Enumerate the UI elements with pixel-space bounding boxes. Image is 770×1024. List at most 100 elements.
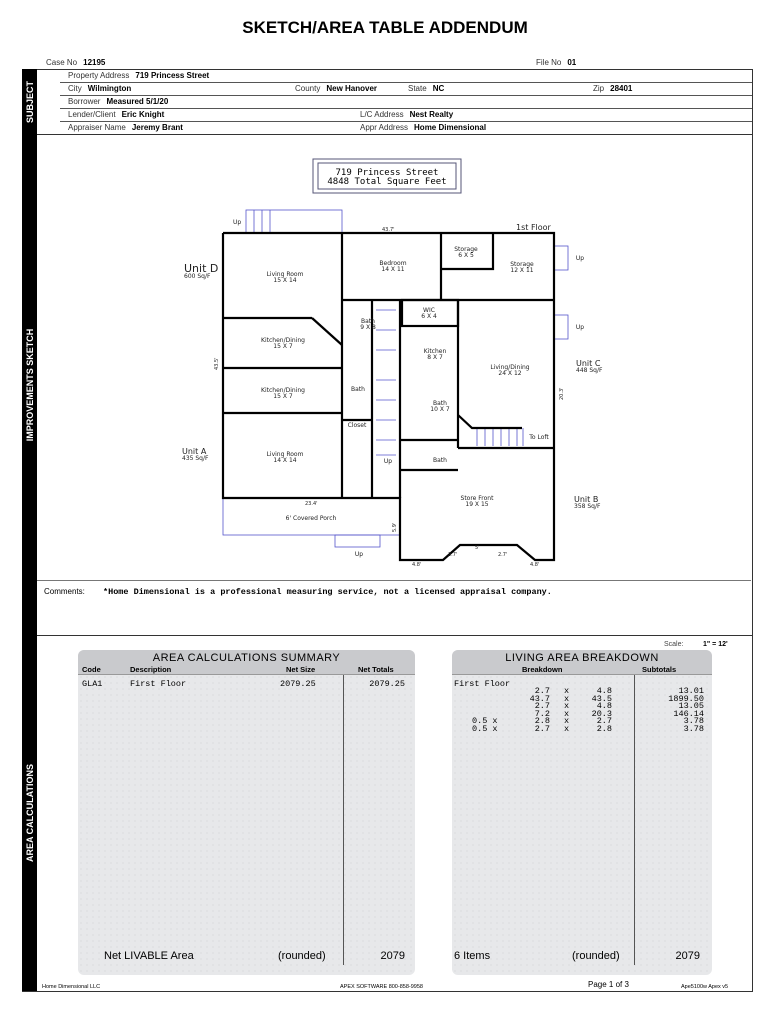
room-name: Kitchen/Dining (261, 337, 305, 344)
dim-bottom-right: 4.8' (530, 562, 539, 568)
multiply-sign: x (564, 708, 570, 719)
dim-door: 5' (475, 545, 480, 551)
room-name: Bath (351, 386, 365, 393)
dim-diag2: 2.7' (498, 552, 507, 558)
lender-field: Lender/Client Eric Knight (68, 109, 164, 121)
value: Eric Knight (121, 110, 165, 119)
multiply-sign: x (564, 723, 570, 734)
room-name: WIC (423, 307, 435, 314)
rounded-label: (rounded) (278, 950, 326, 962)
value: Jeremy Brant (131, 123, 183, 132)
breakdown-subtotal: 1899.50 (668, 693, 704, 704)
net-livable-label: Net LIVABLE Area (104, 950, 194, 962)
breakdown-factor: 0.5 x (472, 723, 498, 734)
room-size: 10 X 7 (430, 406, 450, 413)
unit-c-up-label: Up (576, 324, 584, 331)
sketch-strip: IMPROVEMENTS SKETCH (22, 134, 37, 635)
multiply-sign: x (564, 701, 570, 711)
breakdown-b: 4.8 (596, 686, 612, 696)
breakdown-subtotal: 13.05 (678, 701, 704, 711)
room-name: Bath (361, 318, 375, 325)
row-code: GLA1 (82, 679, 103, 689)
file-no-value: 01 (567, 58, 577, 67)
unit-b-name: Unit B (574, 495, 598, 504)
porch-up-label: Up (355, 551, 363, 558)
col-code: Code (82, 665, 101, 674)
multiply-sign: x (564, 693, 570, 704)
dim-top: 43.7' (382, 227, 395, 233)
value: Nest Realty (409, 110, 454, 119)
breakdown-subtotal: 13.01 (678, 686, 704, 696)
breakdown-subtotal: 146.14 (673, 708, 704, 719)
unit-c-name: Unit C (576, 359, 601, 368)
breakdown-a: 7.2 (534, 708, 550, 719)
room-name: Living/Dining (490, 364, 529, 371)
items-count: 6 Items (454, 950, 491, 962)
multiply-sign: x (564, 716, 570, 726)
zip-field: Zip 28401 (593, 83, 632, 95)
col-subtotals: Subtotals (642, 665, 677, 674)
unit-a-area: 435 Sq/F (182, 455, 209, 462)
label: Lender/Client (68, 110, 116, 119)
breakdown-a: 2.7 (534, 723, 550, 734)
room-name: Living Room (267, 451, 304, 458)
comments-text: *Home Dimensional is a professional meas… (103, 587, 552, 597)
dim-diag1: 2.7' (448, 552, 457, 558)
column-divider (634, 675, 635, 965)
scale-value: 1" = 12' (703, 641, 728, 648)
room-name: Kitchen (424, 348, 447, 355)
dim-left: 43.5' (214, 357, 220, 370)
breakdown-b: 20.3 (591, 708, 612, 719)
floor-name: First Floor (454, 679, 511, 689)
label: Appr Address (360, 123, 409, 132)
breakdown-total: 2079 (675, 950, 700, 962)
value: 28401 (610, 84, 633, 93)
footer-software: APEX SOFTWARE 800-858-9958 (340, 984, 423, 990)
breakdown-factor: 0.5 x (472, 716, 498, 726)
unit-b-area: 358 Sq/F (574, 503, 601, 510)
row-description: First Floor (130, 679, 187, 689)
room-name: Store Front (461, 495, 495, 502)
dim-porch: 23.4' (305, 501, 318, 507)
col-net-totals: Net Totals (358, 665, 394, 674)
breakdown-a: 2.7 (534, 701, 550, 711)
label: Zip (593, 84, 605, 93)
row-net-total: 2079.25 (369, 679, 405, 689)
breakdown-header (452, 650, 712, 675)
label: City (68, 84, 82, 93)
room-name: Bath (433, 457, 447, 464)
room-size: 12 X 11 (510, 267, 533, 274)
room-size: 24 X 12 (498, 370, 521, 377)
area-summary-panel: AREA CALCULATIONS SUMMARY Code Descripti… (78, 650, 415, 975)
stairs-up-label: Up (384, 458, 392, 465)
label: Borrower (68, 97, 101, 106)
room-size: 14 X 14 (273, 457, 296, 464)
breakdown-b: 2.8 (596, 723, 612, 734)
dim-right: 20.3' (559, 387, 565, 400)
title-banner: 719 Princess Street 4848 Total Square Fe… (312, 158, 462, 194)
room-size: 15 X 7 (273, 343, 293, 350)
footer-company: Home Dimensional LLC (42, 984, 101, 990)
room-size: 15 X 14 (273, 277, 296, 284)
room-size: 8 X 7 (427, 354, 443, 361)
col-net-size: Net Size (286, 665, 316, 674)
col-breakdown: Breakdown (522, 665, 563, 674)
breakdown-a: 2.7 (534, 686, 550, 696)
label: Property Address (68, 71, 130, 80)
borrower-field: Borrower Measured 5/1/20 (68, 96, 168, 108)
value: Measured 5/1/20 (106, 97, 169, 106)
case-no-label: Case No (46, 58, 78, 67)
breakdown-a: 2.8 (534, 716, 550, 726)
banner-line2: 4848 Total Square Feet (327, 177, 446, 187)
room-name: Bedroom (379, 260, 406, 267)
area-section-label: AREA CALCULATIONS (24, 764, 35, 862)
room-name: Storage (510, 261, 534, 268)
summary-title: AREA CALCULATIONS SUMMARY (152, 652, 341, 664)
value: New Hanover (326, 84, 378, 93)
